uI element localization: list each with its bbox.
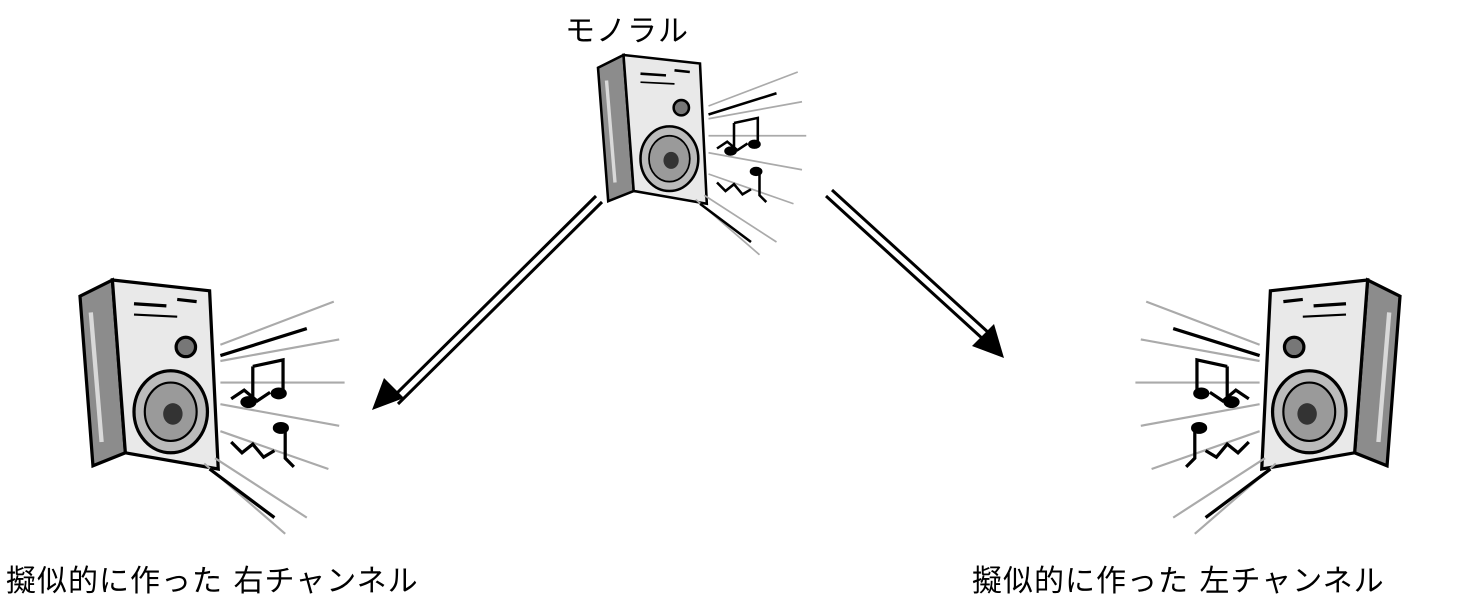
speaker-icon bbox=[80, 280, 345, 534]
speaker-icon bbox=[596, 53, 808, 257]
mono-label: モノラル bbox=[565, 14, 689, 49]
left-channel-label: 擬似的に作った 左チャンネル bbox=[972, 564, 1385, 599]
arrow-icon bbox=[372, 194, 604, 410]
right-channel-label: 擬似的に作った 右チャンネル bbox=[6, 564, 419, 599]
speaker-icon bbox=[1135, 280, 1400, 534]
arrow-icon bbox=[824, 188, 1004, 358]
